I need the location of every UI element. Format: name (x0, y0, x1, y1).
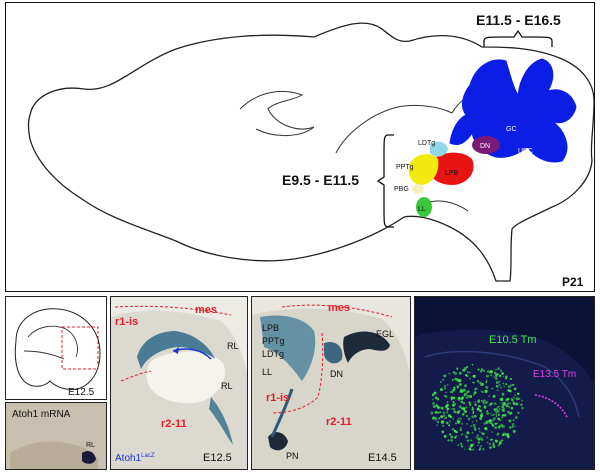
label-rl-upper: RL (227, 341, 239, 351)
age-label-p21: P21 (562, 275, 584, 289)
label-r1is: r1-is (266, 392, 289, 404)
label-pptg: PPTg (396, 164, 414, 171)
r1is-boundary (120, 370, 152, 382)
embryo-outline (14, 308, 101, 390)
ll-region (416, 197, 432, 217)
label-e10: E10.5 Tm (489, 334, 537, 346)
ldtg-region (430, 141, 448, 157)
r1is-boundary (271, 332, 324, 414)
dn-staining (324, 341, 343, 364)
label-ldtg: LDTg (262, 349, 284, 359)
pptg-region (408, 154, 439, 185)
stream (270, 388, 294, 438)
lacz-staining (260, 315, 316, 381)
label-e13: E13.5 Tm (533, 369, 576, 380)
tissue-outline (415, 329, 594, 469)
embryo-inner-line-2 (23, 350, 65, 360)
zoom-box (61, 326, 99, 370)
label-rl-lower: RL (221, 381, 233, 391)
ventricle-line (239, 91, 315, 137)
label-lpb: LPB (262, 323, 279, 333)
adult-brain-panel: E11.5 - E16.5 E9.5 - E11.5 GC DN UBC LDT… (5, 2, 595, 292)
arrow-head (173, 347, 179, 354)
age-label-e12-sketch: E12.5 (68, 387, 95, 398)
atoh-mrna-title: Atoh1 mRNA (12, 409, 71, 420)
midbrain-contour (335, 104, 453, 154)
label-pptg: PPTg (262, 336, 285, 346)
e12-5-panel: mes r1-is RL RL r2-11 Atoh1LacZ E12.5 (110, 296, 248, 470)
label-mes: mes (328, 302, 350, 314)
e10-cell-cluster (430, 363, 524, 451)
age-label-e12-5: E12.5 (203, 452, 232, 464)
label-gc: GC (506, 126, 517, 133)
egl-band (343, 331, 390, 363)
label-dn: DN (330, 369, 343, 379)
label-ubc: UBC (518, 148, 533, 155)
label-r2-11: r2-11 (161, 418, 187, 430)
tissue-section (10, 441, 98, 469)
label-r1is: r1-is (115, 316, 138, 328)
label-lpb: LPB (445, 170, 459, 177)
e14-5-panel: mes LPB PPTg LDTg LL DN EGL r1-is r2-11 … (251, 296, 411, 470)
label-reporter: Atoh1LacZ (115, 453, 155, 464)
e13-labeled-cells (534, 394, 568, 418)
top-bracket (483, 29, 553, 47)
top-bracket-label: E11.5 - E16.5 (476, 12, 561, 28)
dn-region (472, 136, 500, 154)
label-dn: DN (480, 143, 490, 150)
embryo-inner-line (27, 325, 78, 358)
mrna-signal (82, 451, 96, 464)
label-r2-11: r2-11 (326, 416, 352, 428)
left-bracket-label: E9.5 - E11.5 (282, 172, 359, 188)
lacz-staining-rl (209, 397, 233, 445)
hindbrain-contour (425, 200, 469, 212)
label-mes: mes (195, 304, 217, 316)
atoh-mrna-rl: RL (86, 442, 95, 449)
ventricle (146, 351, 225, 404)
gc-region (449, 58, 577, 163)
fluorescence-panel: E10.5 Tm E13.5 Tm (414, 296, 595, 470)
lacz-staining-upper (137, 331, 215, 369)
label-ll: LL (418, 206, 426, 213)
label-pn: PN (286, 451, 299, 461)
label-pbg: PBG (394, 186, 409, 193)
age-label-e14-5: E14.5 (368, 452, 397, 464)
label-egl: EGL (376, 329, 394, 339)
mes-boundary (114, 305, 232, 316)
e12-sketch-panel: E12.5 (5, 296, 107, 400)
pbg-region (412, 184, 424, 194)
label-ldtg: LDTg (418, 140, 435, 147)
tissue-contour (424, 350, 580, 418)
mes-boundary (281, 304, 393, 318)
lpb-region (429, 152, 474, 185)
left-bracket (376, 134, 394, 228)
brain-outline (27, 22, 594, 282)
atoh-mrna-panel: Atoh1 mRNA RL (5, 402, 107, 470)
label-ll: LL (262, 367, 272, 377)
